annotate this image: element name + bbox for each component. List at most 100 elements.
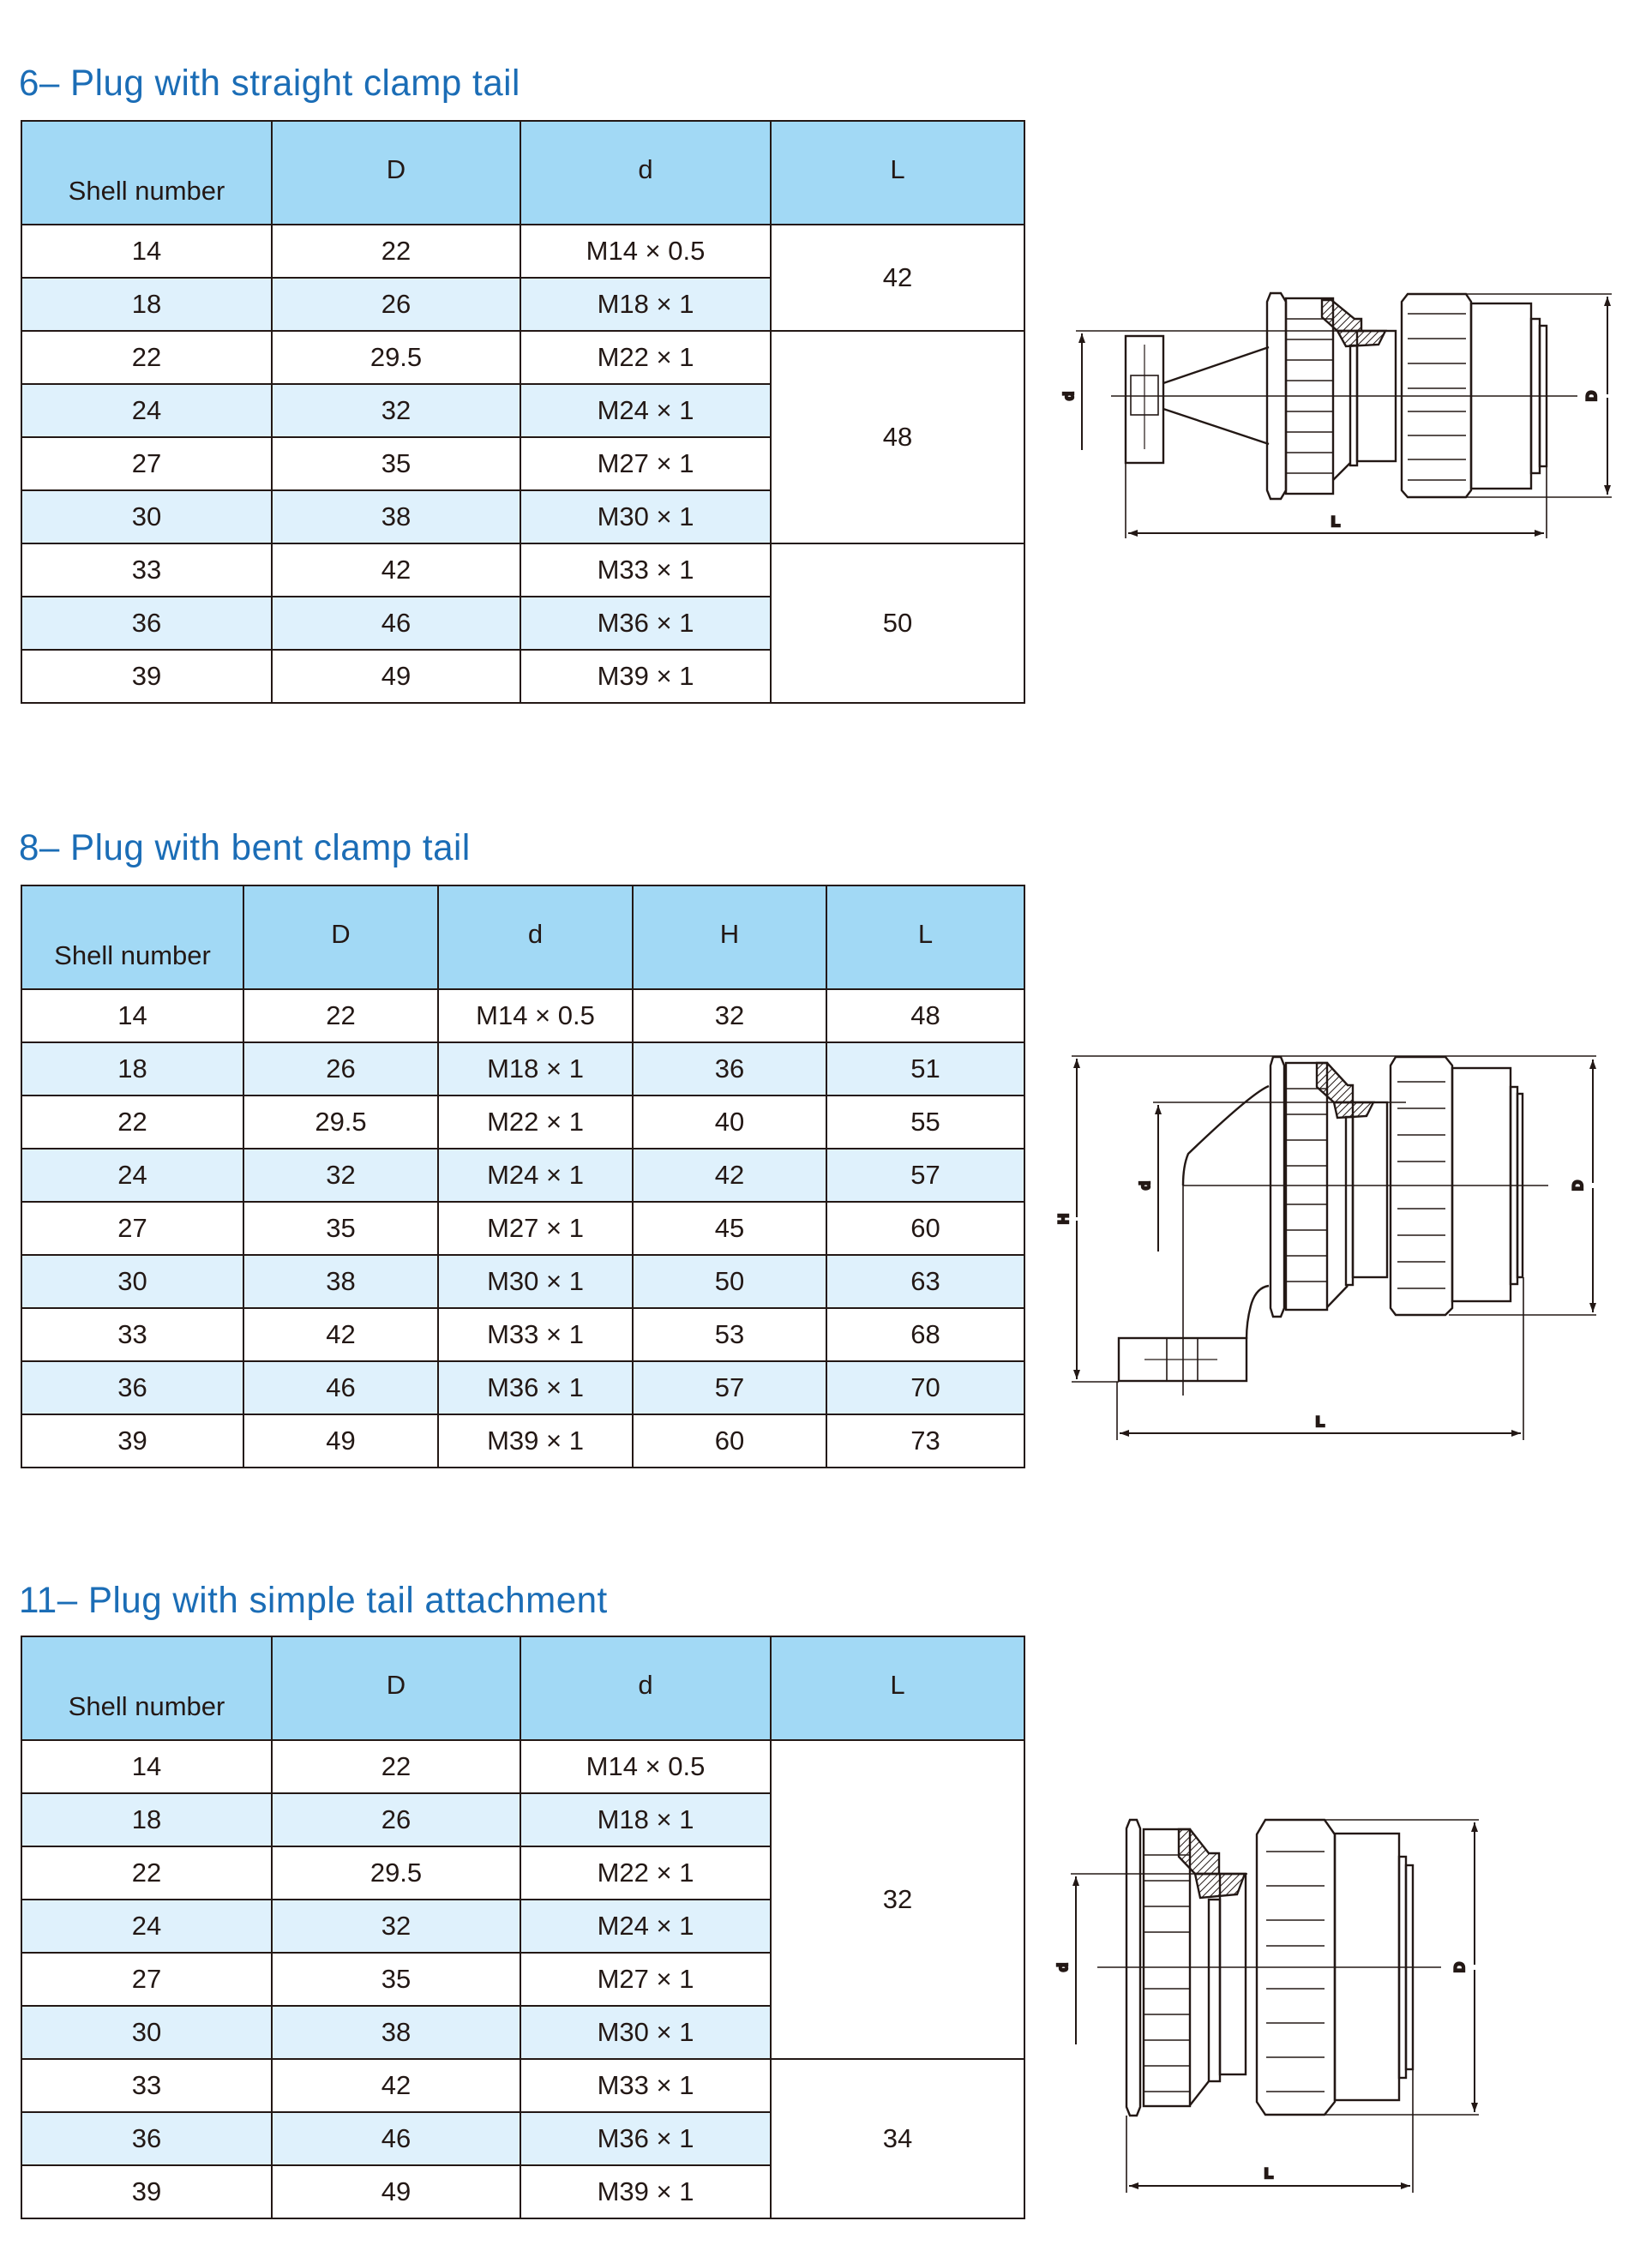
cell-D: 49 [271, 649, 521, 704]
cell-d: M30 × 1 [520, 489, 772, 544]
cell-D: 29.5 [271, 1846, 521, 1900]
cell-shell: 33 [21, 1307, 244, 1362]
cell-H: 60 [632, 1414, 827, 1468]
cell-shell: 22 [21, 1846, 273, 1900]
cell-shell: 18 [21, 1792, 273, 1847]
dimension-label-d: d [1137, 1181, 1153, 1190]
cell-shell: 22 [21, 330, 273, 385]
cell-d: M18 × 1 [520, 277, 772, 332]
cell-shell: 24 [21, 383, 273, 438]
cell-D: 38 [271, 489, 521, 544]
column-header-d: d [437, 885, 634, 990]
cell-H: 42 [632, 1148, 827, 1203]
cell-shell: 27 [21, 1952, 273, 2007]
cell-D: 49 [243, 1414, 439, 1468]
simple-tail-attachment-drawing: d D [1054, 1818, 1479, 2193]
cell-D: 46 [243, 1360, 439, 1415]
cell-d: M39 × 1 [520, 649, 772, 704]
cell-shell: 39 [21, 649, 273, 704]
dimension-label-L: L [1316, 1414, 1325, 1430]
cell-shell: 30 [21, 1254, 244, 1309]
cell-shell: 18 [21, 277, 273, 332]
cell-D: 22 [243, 988, 439, 1043]
cell-d: M39 × 1 [520, 2164, 772, 2219]
cell-D: 26 [271, 1792, 521, 1847]
cell-shell: 30 [21, 489, 273, 544]
cell-d: M22 × 1 [437, 1095, 634, 1150]
cell-L-merged: 42 [770, 224, 1025, 332]
dimension-label-D: D [1570, 1180, 1586, 1191]
cell-shell: 39 [21, 1414, 244, 1468]
cell-D: 22 [271, 1739, 521, 1794]
column-header-shell-number: Shell number [21, 1636, 273, 1741]
cell-d: M24 × 1 [520, 383, 772, 438]
cell-shell: 24 [21, 1148, 244, 1203]
cell-D: 42 [271, 543, 521, 597]
cell-D: 49 [271, 2164, 521, 2219]
column-header-d: d [520, 120, 772, 225]
dimension-label-L: L [1331, 513, 1340, 530]
cell-shell: 22 [21, 1095, 244, 1150]
column-header-shell-number: Shell number [21, 120, 273, 225]
cell-shell: 33 [21, 2058, 273, 2113]
cell-L: 73 [826, 1414, 1025, 1468]
cell-D: 32 [243, 1148, 439, 1203]
column-header-d: d [520, 1636, 772, 1741]
cell-L: 48 [826, 988, 1025, 1043]
cell-d: M36 × 1 [520, 596, 772, 651]
cell-L-merged: 50 [770, 543, 1025, 704]
cell-d: M27 × 1 [520, 1952, 772, 2007]
cell-d: M33 × 1 [520, 2058, 772, 2113]
cell-L-merged: 32 [770, 1739, 1025, 2060]
cell-shell: 14 [21, 1739, 273, 1794]
cell-H: 53 [632, 1307, 827, 1362]
dimension-label-D: D [1451, 1962, 1468, 1972]
cell-d: M14 × 0.5 [437, 988, 634, 1043]
column-header-L: L [770, 1636, 1025, 1741]
cell-D: 38 [271, 2005, 521, 2060]
cell-d: M39 × 1 [437, 1414, 634, 1468]
table-header-row: Shell number D d H L [21, 885, 1025, 990]
cell-d: M33 × 1 [520, 543, 772, 597]
section-title-bent-clamp-tail: 8– Plug with bent clamp tail [19, 827, 471, 868]
cell-d: M22 × 1 [520, 330, 772, 385]
cell-D: 46 [271, 596, 521, 651]
table-header-row: Shell number D d L [21, 1636, 1025, 1741]
cell-shell: 33 [21, 543, 273, 597]
cell-H: 36 [632, 1041, 827, 1096]
cell-H: 32 [632, 988, 827, 1043]
cell-shell: 18 [21, 1041, 244, 1096]
cell-d: M14 × 0.5 [520, 1739, 772, 1794]
cell-D: 42 [271, 2058, 521, 2113]
cell-D: 29.5 [243, 1095, 439, 1150]
cell-L: 60 [826, 1201, 1025, 1256]
cell-L: 70 [826, 1360, 1025, 1415]
cell-d: M18 × 1 [437, 1041, 634, 1096]
cell-H: 40 [632, 1095, 827, 1150]
cell-shell: 36 [21, 1360, 244, 1415]
cell-d: M36 × 1 [437, 1360, 634, 1415]
cell-d: M24 × 1 [437, 1148, 634, 1203]
cell-d: M27 × 1 [437, 1201, 634, 1256]
cell-d: M18 × 1 [520, 1792, 772, 1847]
cell-d: M36 × 1 [520, 2111, 772, 2166]
column-header-D: D [271, 1636, 521, 1741]
cell-D: 38 [243, 1254, 439, 1309]
dimension-label-d: d [1054, 1963, 1071, 1972]
cell-D: 35 [271, 436, 521, 491]
